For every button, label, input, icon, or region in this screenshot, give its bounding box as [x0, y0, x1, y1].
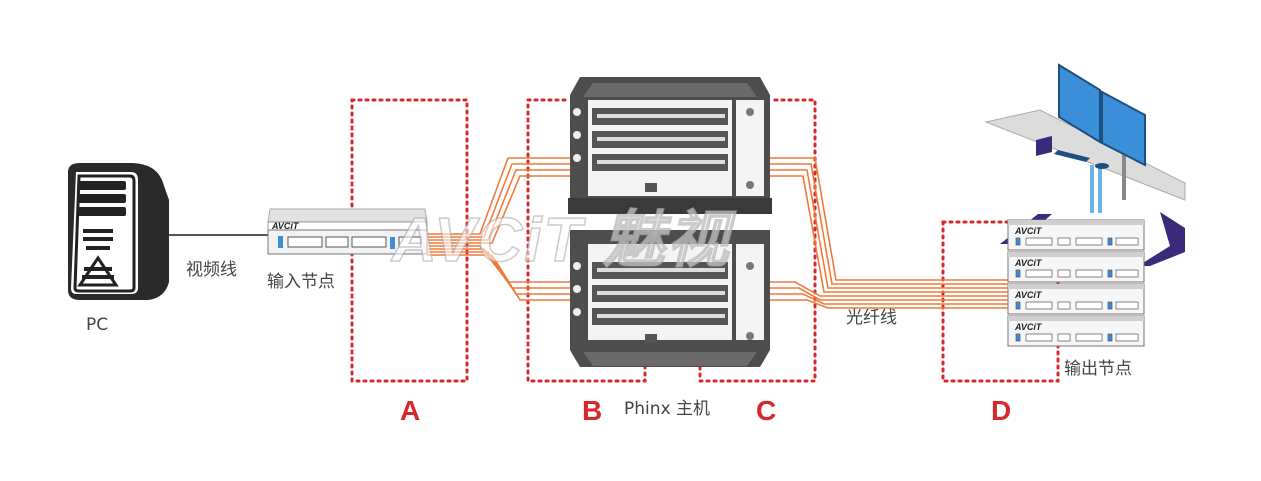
- input-node-brand: AVCiT: [271, 221, 300, 231]
- output-node-unit: AVCiT: [1007, 251, 1145, 283]
- zone-label-d: D: [991, 395, 1012, 426]
- fiber-cables: [427, 157, 1008, 309]
- pc-tower-icon: [68, 163, 169, 300]
- phinx-chassis-bottom: [570, 230, 770, 367]
- output-node-brand: AVCiT: [1014, 258, 1043, 268]
- watermark: AVCiT 魅视: [391, 206, 731, 275]
- host-label: Phinx 主机: [624, 399, 710, 419]
- video-cable-label: 视频线: [186, 260, 237, 280]
- pc-label: PC: [86, 315, 109, 335]
- input-node-device: AVCiT: [267, 208, 428, 255]
- output-node-brand: AVCiT: [1014, 226, 1043, 236]
- zone-label-c: C: [756, 395, 777, 426]
- input-node-label: 输入节点: [267, 272, 335, 292]
- output-node-stack: AVCiT AVCiT AVCiT AVCiT: [1007, 219, 1145, 347]
- output-node-brand: AVCiT: [1014, 290, 1043, 300]
- output-node-unit: AVCiT: [1007, 315, 1145, 347]
- output-node-unit: AVCiT: [1007, 219, 1145, 251]
- output-node-brand: AVCiT: [1014, 322, 1043, 332]
- output-node-unit: AVCiT: [1007, 283, 1145, 315]
- phinx-chassis-top: [568, 77, 772, 214]
- zone-frame-c: [698, 98, 817, 383]
- zone-label-a: A: [400, 395, 421, 426]
- zone-label-b: B: [582, 395, 603, 426]
- zone-frame-b: [526, 98, 647, 383]
- output-node-label: 输出节点: [1064, 359, 1132, 379]
- fiber-label: 光纤线: [846, 308, 897, 328]
